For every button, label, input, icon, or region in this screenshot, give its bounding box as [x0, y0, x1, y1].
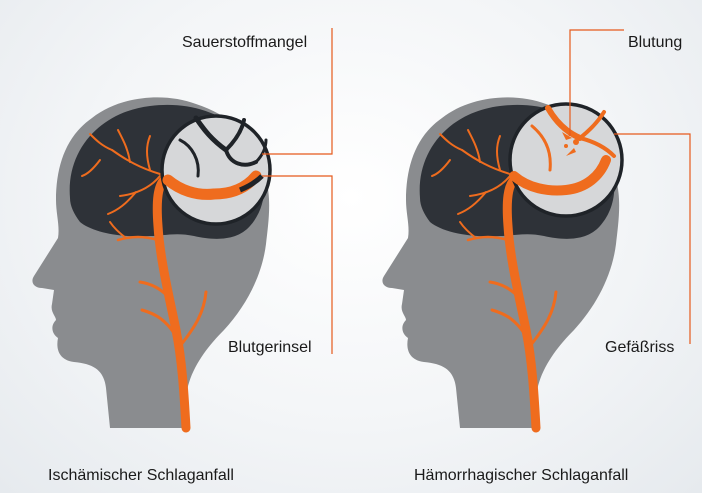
label-vessel-rupture: Gefäßriss: [605, 339, 674, 357]
label-bleeding: Blutung: [628, 34, 682, 52]
callouts-left: [262, 28, 332, 354]
callout-line-rupture: [614, 134, 690, 344]
magnifier-right: [510, 104, 622, 216]
hemorrhagic-panel: [382, 30, 690, 428]
callout-line-clot: [262, 176, 332, 354]
caption-ischemic-stroke: Ischämischer Schlaganfall: [48, 467, 234, 485]
caption-hemorrhagic-stroke: Hämorrhagischer Schlaganfall: [414, 467, 628, 485]
label-oxygen-deficiency: Sauerstoffmangel: [182, 34, 307, 52]
magnifier-left: [162, 116, 270, 224]
label-blood-clot: Blutgerinsel: [228, 339, 312, 357]
ischemic-panel: [32, 28, 332, 428]
